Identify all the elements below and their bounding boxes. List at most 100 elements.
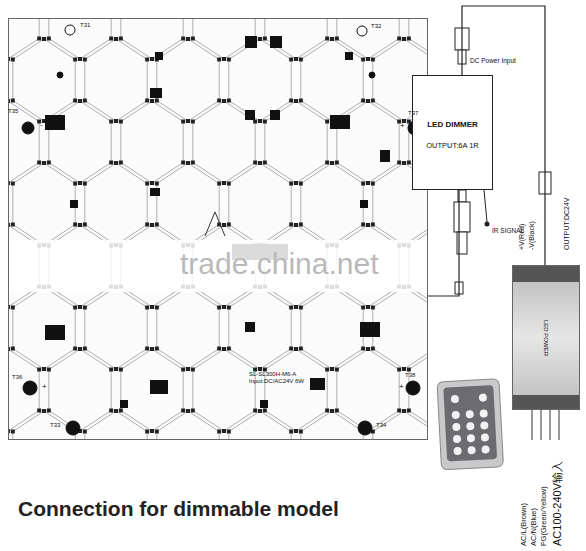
honeycomb-traces: [8, 18, 428, 440]
led-chip: [289, 223, 293, 227]
smd-component: [360, 322, 380, 337]
polarity-mark: +: [42, 383, 47, 391]
led-chip: [150, 99, 154, 103]
led-chip: [402, 409, 406, 413]
hex-trace: [157, 287, 219, 369]
led-chip: [119, 120, 123, 124]
remote-button: [480, 421, 488, 429]
hex-trace: [13, 287, 75, 369]
led-chip: [371, 347, 375, 351]
led-chip: [294, 57, 298, 61]
led-chip: [42, 409, 46, 413]
led-chip: [83, 223, 87, 227]
terminal-pad: [406, 381, 420, 395]
led-chip: [109, 161, 113, 165]
led-chip: [366, 57, 370, 61]
led-chip: [119, 37, 123, 41]
terminal-pad: [66, 421, 80, 435]
led-chip: [150, 181, 154, 185]
led-chip: [361, 223, 365, 227]
led-chip: [330, 37, 334, 41]
wire-label: OUTPUT:DC24V: [563, 197, 570, 250]
smd-component: [245, 110, 255, 120]
remote-button: [453, 435, 461, 443]
led-chip: [325, 409, 329, 413]
smd-component: [155, 52, 163, 60]
led-chip: [253, 161, 257, 165]
led-chip: [299, 347, 303, 351]
smd-component: [45, 325, 65, 340]
wire-label: AC/N(Blue): [530, 508, 538, 546]
hex-trace: [49, 18, 111, 59]
terminal-label: T34: [376, 422, 386, 428]
wire-label: +V(Red): [518, 224, 525, 250]
led-chip: [397, 37, 401, 41]
led-chip: [361, 306, 365, 310]
hex-trace: [373, 287, 428, 369]
smd-component: [150, 380, 168, 394]
pcb-marking: SL-SL300H-M6-A Input:DC/AC24V 6W: [249, 371, 311, 385]
smd-component: [260, 400, 268, 408]
dc-plug: [454, 202, 470, 232]
led-chip: [181, 161, 185, 165]
led-chip: [397, 161, 401, 165]
led-chip: [150, 429, 154, 433]
led-chip: [109, 37, 113, 41]
wire: [428, 190, 459, 296]
led-chip: [217, 182, 221, 186]
led-chip: [150, 57, 154, 61]
led-chip: [78, 57, 82, 61]
led-chip: [78, 181, 82, 185]
polarity-mark: +: [400, 122, 405, 130]
smd-component: [245, 36, 257, 48]
wire-label: -V(Black): [528, 221, 535, 250]
led-chip: [294, 223, 298, 227]
led-chip: [227, 306, 231, 310]
hex-trace: [229, 287, 291, 369]
hex-trace: [337, 101, 399, 183]
led-chip: [366, 305, 370, 309]
led-chip: [361, 58, 365, 62]
led-chip: [114, 161, 118, 165]
led-chip: [402, 37, 406, 41]
led-chip: [11, 58, 15, 62]
led-chip: [47, 37, 51, 41]
led-chip: [155, 182, 159, 186]
wire-label: AC/L(Brown): [520, 503, 528, 546]
smd-component: [150, 88, 162, 98]
terminal-pad: [369, 72, 375, 78]
led-chip: [145, 223, 149, 227]
led-chip: [155, 306, 159, 310]
terminal-label: T35: [8, 108, 18, 114]
led-chip: [78, 305, 82, 309]
hex-trace: [157, 163, 219, 245]
led-chip: [83, 99, 87, 103]
pcb-board: [8, 18, 428, 440]
led-chip: [11, 223, 15, 227]
led-chip: [407, 409, 411, 413]
led-chip: [299, 182, 303, 186]
led-chip: [217, 430, 221, 434]
led-chip: [253, 120, 257, 124]
led-chip: [227, 223, 231, 227]
terminal-pad: [65, 25, 75, 35]
led-chip: [258, 161, 262, 165]
pcb-board: SL-SL300H-M6-A Input:DC/AC24V 6W: [8, 18, 428, 440]
remote-button: [452, 423, 460, 431]
hex-trace: [85, 411, 147, 440]
led-chip: [217, 306, 221, 310]
remote-button: [466, 410, 474, 418]
led-chip: [11, 182, 15, 186]
led-chip: [397, 368, 401, 372]
led-chip: [397, 409, 401, 413]
led-chip: [258, 367, 262, 371]
hex-trace: [49, 101, 111, 183]
led-chip: [299, 223, 303, 227]
led-chip: [186, 367, 190, 371]
led-chip: [109, 409, 113, 413]
led-chip: [289, 347, 293, 351]
remote-body: [437, 379, 504, 470]
led-chip: [227, 182, 231, 186]
hex-trace: [301, 287, 363, 369]
